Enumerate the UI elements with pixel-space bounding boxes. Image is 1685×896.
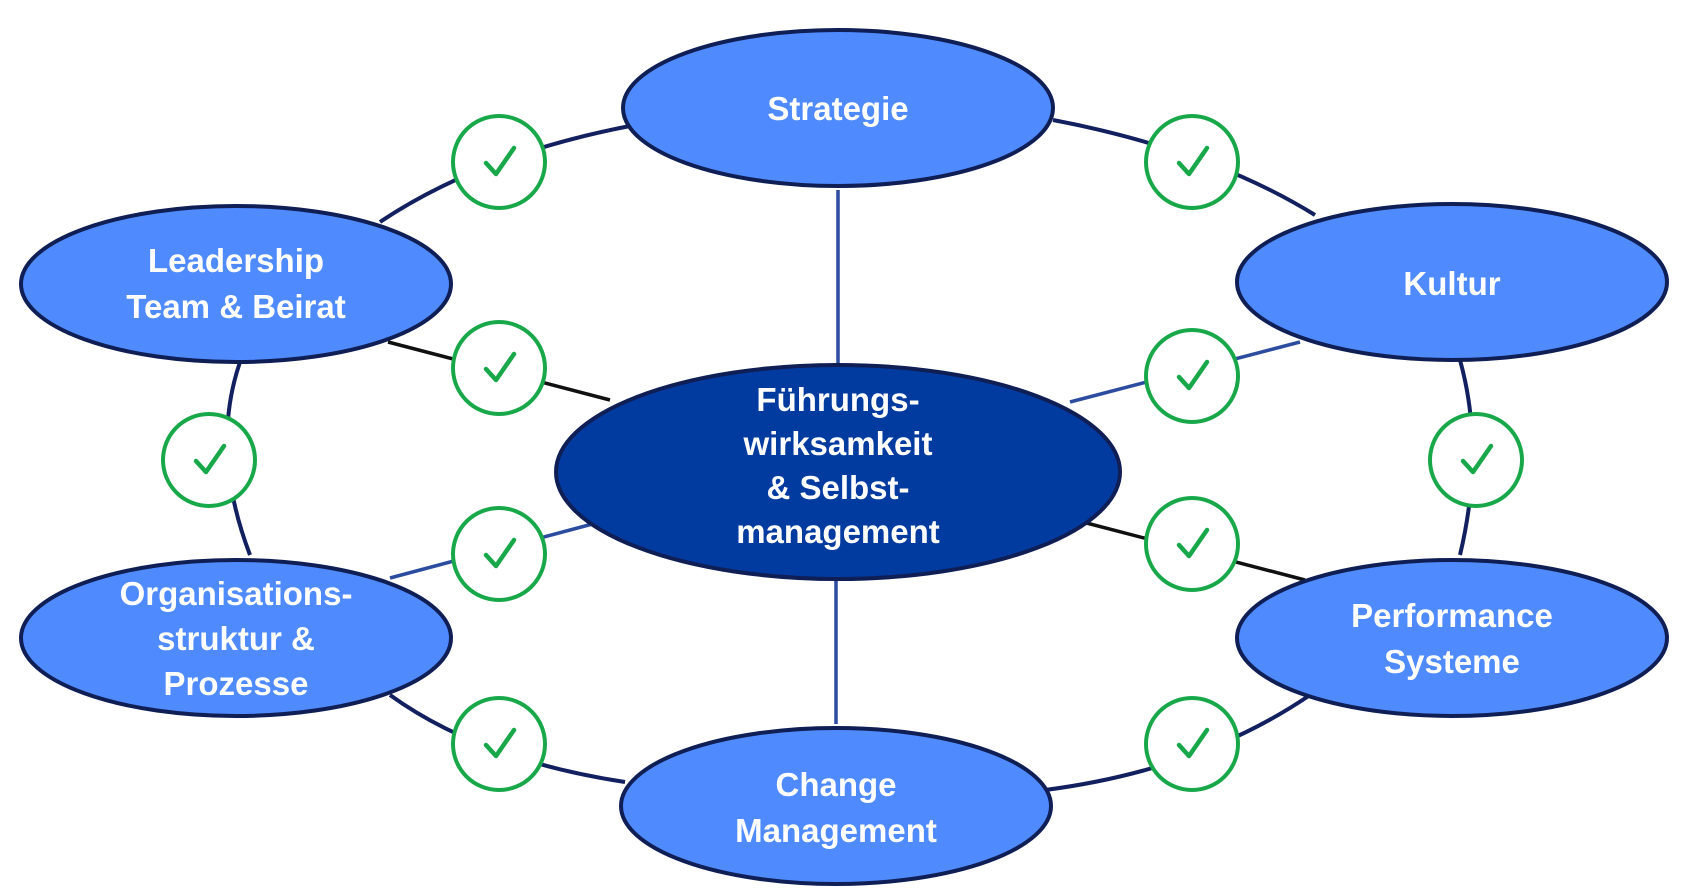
node-performance: Performance Systeme <box>1235 558 1669 718</box>
node-kultur-label: Kultur <box>1403 265 1500 302</box>
check-icon <box>483 727 517 759</box>
check-icon <box>193 443 227 475</box>
node-center-label-1: Führungs- <box>756 381 919 418</box>
check-icon <box>1176 527 1210 559</box>
check-icon <box>1460 443 1494 475</box>
check-icon <box>1176 727 1210 759</box>
check-badge-leadership-center <box>451 320 547 416</box>
node-strategie-label: Strategie <box>767 90 908 127</box>
check-badge-leadership-strategie <box>451 114 547 210</box>
check-badge-kultur-center <box>1144 328 1240 424</box>
node-organisation-label-3: Prozesse <box>164 665 309 702</box>
check-badge-organisation-leadership <box>161 412 257 508</box>
check-badge-strategie-kultur <box>1144 114 1240 210</box>
node-leadership: Leadership Team & Beirat <box>19 204 453 364</box>
node-performance-label-2: Systeme <box>1384 643 1520 680</box>
node-center-label-3: & Selbst- <box>766 469 909 506</box>
check-icon <box>483 537 517 569</box>
node-leadership-label-2: Team & Beirat <box>126 288 345 325</box>
check-badge-performance-change <box>1144 696 1240 792</box>
check-badge-kultur-performance <box>1428 412 1524 508</box>
node-change: Change Management <box>619 726 1053 886</box>
node-kultur: Kultur <box>1235 202 1669 362</box>
node-performance-label-1: Performance <box>1351 597 1553 634</box>
node-organisation-label-1: Organisations- <box>120 575 353 612</box>
node-change-label-2: Management <box>735 812 937 849</box>
check-badge-change-organisation <box>451 696 547 792</box>
node-center-label-2: wirksamkeit <box>743 425 933 462</box>
check-badge-performance-center <box>1144 496 1240 592</box>
node-strategie: Strategie <box>621 28 1055 188</box>
check-icon <box>1176 145 1210 177</box>
node-change-label-1: Change <box>775 766 896 803</box>
node-center: Führungs- wirksamkeit & Selbst- manageme… <box>554 363 1122 581</box>
check-icon <box>483 351 517 383</box>
check-icon <box>483 145 517 177</box>
node-leadership-label-1: Leadership <box>148 242 324 279</box>
check-icon <box>1176 359 1210 391</box>
node-center-label-4: management <box>736 513 940 550</box>
check-badge-organisation-center <box>451 506 547 602</box>
check-badges <box>161 114 1524 792</box>
node-organisation-label-2: struktur & <box>157 620 315 657</box>
node-organisation: Organisations- struktur & Prozesse <box>19 558 453 718</box>
